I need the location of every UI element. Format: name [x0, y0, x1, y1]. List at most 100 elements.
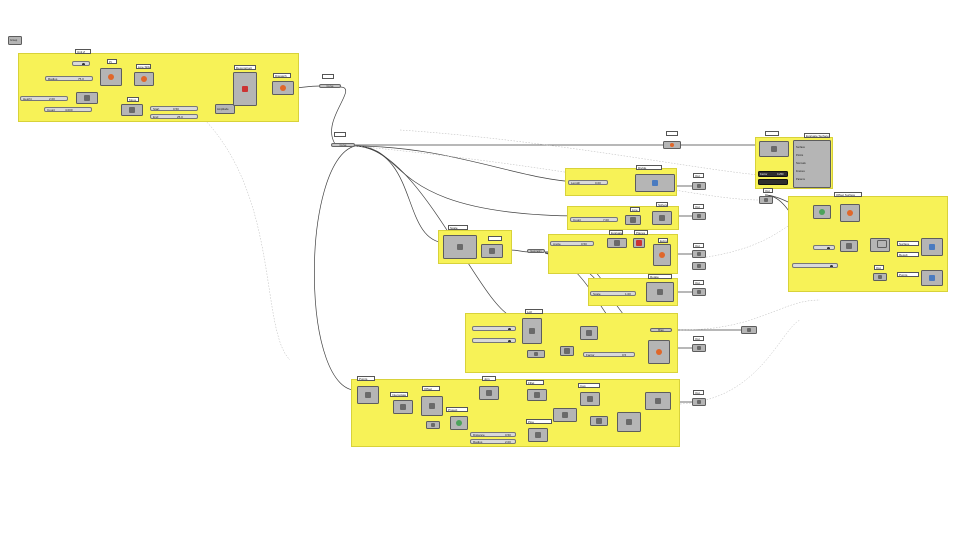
evaluate-surface-component[interactable]	[759, 141, 789, 157]
slider-small[interactable]	[72, 61, 90, 66]
offset-bottom-component[interactable]	[421, 396, 443, 416]
divide-component[interactable]	[635, 174, 675, 192]
param-curve-b[interactable]: Curve	[331, 143, 355, 147]
fillet-component[interactable]	[527, 389, 547, 401]
vector-component[interactable]	[76, 92, 98, 104]
label-scale-out	[488, 236, 502, 241]
extrude-component[interactable]	[653, 244, 671, 266]
slider-radius-bottom[interactable]: Radius 2.00	[470, 439, 516, 444]
output-label-2: Out	[693, 204, 704, 209]
line-mid-component[interactable]	[625, 215, 641, 225]
slider-factor[interactable]: Factor 0.5	[583, 352, 635, 357]
output-node-1[interactable]	[692, 182, 706, 190]
offset-bottom-icon	[429, 403, 435, 409]
bottom-small-component[interactable]	[426, 421, 440, 429]
planes-component[interactable]	[633, 238, 645, 248]
factor-slider-dark[interactable]: Factor 0.250	[758, 171, 788, 177]
preview-component-1[interactable]	[921, 238, 943, 256]
sphere-component[interactable]	[652, 211, 672, 225]
slider-count[interactable]: Count 4.000	[44, 107, 92, 112]
evaluate-icon	[771, 146, 777, 152]
slider-right-2[interactable]	[792, 263, 838, 268]
vector-icon	[84, 95, 90, 101]
move-component[interactable]	[121, 104, 143, 116]
slider-distance[interactable]: Distance 0.50	[470, 432, 516, 437]
param-geometry[interactable]: Geometry	[527, 249, 545, 253]
point-component[interactable]	[100, 68, 122, 86]
offset-in-component[interactable]	[813, 205, 831, 219]
cap-component[interactable]	[580, 392, 600, 406]
relay-component[interactable]	[663, 141, 681, 149]
project-component[interactable]	[450, 416, 468, 430]
bake-component[interactable]	[759, 196, 773, 204]
loft-mid-component[interactable]	[560, 346, 574, 356]
slider-loft-2[interactable]	[472, 338, 516, 343]
scale-right-component[interactable]	[840, 240, 858, 252]
output-icon-7	[697, 400, 701, 404]
evaluate-mid-icon	[614, 240, 620, 246]
pipe-mid-component[interactable]	[553, 408, 577, 422]
slider-length[interactable]: Length 0.00	[568, 180, 608, 185]
bottom-small-icon	[431, 423, 435, 427]
wire-dashed	[679, 319, 801, 405]
slider-loft-1[interactable]	[472, 326, 516, 331]
group-widget[interactable]: Group	[8, 36, 22, 45]
dispatch-component[interactable]	[272, 81, 294, 95]
output-icon-1	[697, 184, 701, 188]
slider-right-1[interactable]	[813, 245, 835, 250]
preview-component-2[interactable]	[921, 270, 943, 286]
amplitude-label: Amplitude	[217, 108, 229, 111]
evaluate-mid-component[interactable]	[607, 238, 627, 248]
output-node-6[interactable]	[692, 344, 706, 352]
join-component[interactable]	[479, 386, 499, 400]
slider-radius[interactable]: Radius 75.0	[45, 76, 93, 81]
offset-component[interactable]	[840, 204, 860, 222]
output-node-5[interactable]	[692, 288, 706, 296]
deconstruct-component[interactable]	[233, 72, 257, 106]
param-curve-a[interactable]: Curve	[319, 84, 341, 88]
label-interpolate: Interpolate	[390, 392, 408, 397]
slider-height[interactable]: Height 2.00	[20, 96, 68, 101]
wire-dashed	[399, 129, 761, 176]
loft-component[interactable]	[522, 318, 542, 344]
param-brep[interactable]: Brep	[650, 328, 672, 332]
output-node-4[interactable]	[692, 262, 706, 270]
bottom-merge-component[interactable]	[645, 392, 671, 410]
scale-icon	[457, 244, 463, 250]
dark-param[interactable]	[758, 179, 788, 185]
amplitude-component[interactable]: Amplitude	[215, 104, 235, 114]
slider-angle[interactable]: Angle 0.50	[550, 241, 594, 246]
cap-sub-component[interactable]	[590, 416, 608, 426]
slider-end[interactable]: End 25.0	[150, 114, 198, 119]
eval-output-normals: Normals	[796, 162, 806, 165]
line-sdl-component[interactable]	[134, 72, 154, 86]
slider-factor-name: Factor	[586, 353, 595, 357]
loft-output-component[interactable]	[648, 340, 670, 364]
scale-out-component[interactable]	[481, 244, 503, 258]
group-loft[interactable]	[465, 313, 678, 373]
interpolate-component[interactable]	[393, 400, 413, 414]
output-node-2[interactable]	[692, 212, 706, 220]
bake-right-component[interactable]	[873, 273, 887, 281]
slider-scale[interactable]: Scale 1.00	[590, 291, 636, 296]
slider-start[interactable]: Start 0.50	[150, 106, 198, 111]
output-node-3[interactable]	[692, 250, 706, 258]
relay-right-component[interactable]	[741, 326, 757, 334]
loft-right-component[interactable]	[580, 326, 598, 340]
scale-right-icon	[846, 243, 852, 249]
output-node-7[interactable]	[692, 398, 706, 406]
bottom-final-component[interactable]	[617, 412, 641, 432]
rotate-component[interactable]	[646, 282, 674, 302]
slider-angle-value: 0.50	[581, 242, 587, 246]
evaluate-output-component[interactable]: Surface Points Normals Frames Params	[793, 140, 831, 188]
slider-end-name: End	[153, 115, 159, 119]
slider-count-mid[interactable]: Count 7.00	[570, 217, 618, 222]
loft-sub-component[interactable]	[527, 350, 545, 358]
points-component[interactable]	[357, 386, 379, 404]
scale-component[interactable]	[443, 235, 477, 259]
output-node-8[interactable]	[877, 240, 887, 248]
wire	[354, 145, 516, 319]
pipe-component[interactable]	[528, 428, 548, 442]
cap-sub-icon	[596, 418, 602, 424]
